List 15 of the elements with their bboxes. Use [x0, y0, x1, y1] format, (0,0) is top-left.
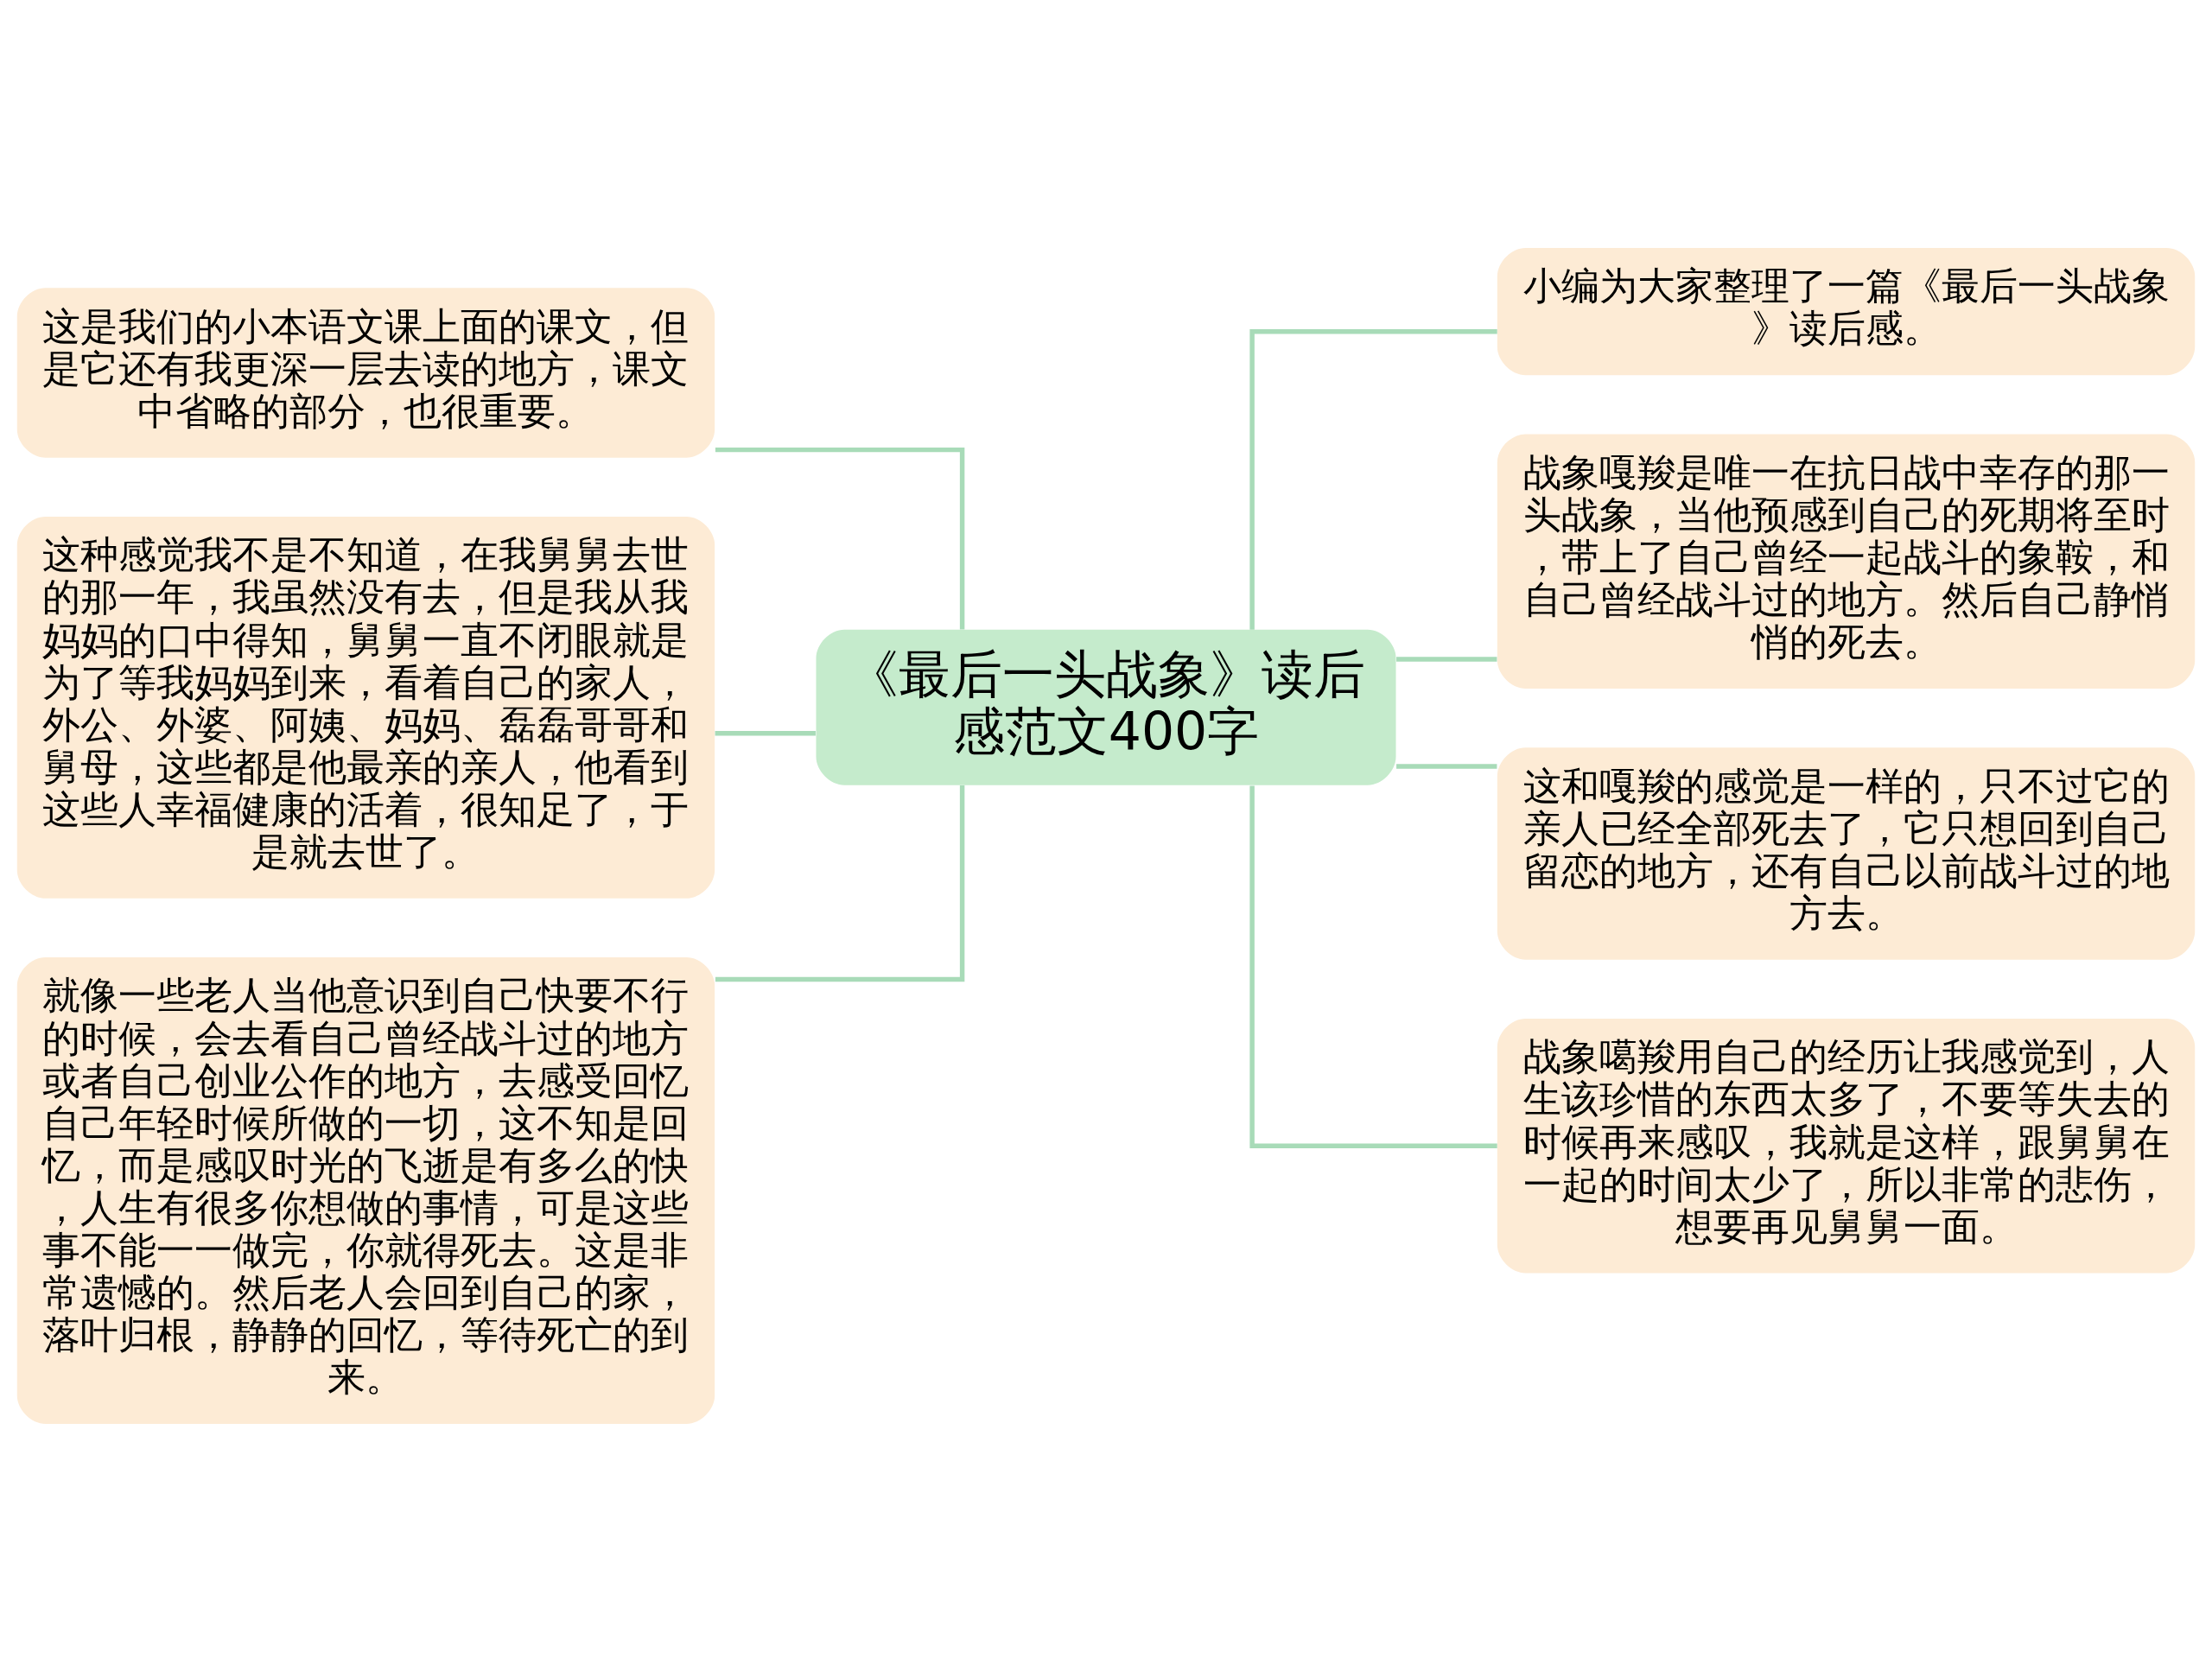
node-box: 战象噶羧用自己的经历让我感觉到，人生该珍惜的东西太多了，不要等失去的时候再来感叹，我就是这样，跟舅舅在一起的时间太少了，所以非常的悲伤，想要再见舅舅一面。: [1497, 1018, 2196, 1273]
node-box: 《最后一头战象》读后感范文400字: [816, 629, 1396, 785]
connector: [1396, 763, 1497, 769]
connector: [1249, 328, 1497, 630]
node-box: 这和嘎羧的感觉是一样的，只不过它的亲人已经全部死去了，它只想回到自己留恋的地方，还有自己以前战斗过的地方去。: [1497, 747, 2196, 960]
node-box: 这种感觉我不是不知道，在我舅舅去世的那一年，我虽然没有去，但是我从我妈妈的口中得知，舅舅一直不闭眼就是为了等我妈妈到来，看着自己的家人，外公、外婆、阿姨、妈妈、磊磊哥哥和舅母，这些都是他最亲的亲人，他看到这些人幸福健康的活着，很知足了，于是就去世了。: [16, 516, 715, 899]
connector: [1249, 785, 1497, 1148]
connector: [1396, 656, 1497, 662]
connector: [715, 447, 965, 630]
connector: [715, 785, 965, 982]
node-box: 小编为大家整理了一篇《最后一头战象》读后感。: [1497, 247, 2196, 375]
node-box: 这是我们的小本语文课上面的课文，但是它还有我更深一层去读的地方，课文中省略的部分，也很重要。: [16, 287, 715, 458]
node-box: 战象嘎羧是唯一在抗日战中幸存的那一头战象，当他预感到自己的死期将至时，带上了自己曾经一起战斗的象鞍，和自己曾经战斗过的地方。然后自己静悄悄的死去。: [1497, 433, 2196, 689]
node-box: 就像一些老人当他意识到自己快要不行的时候，会去看自己曾经战斗过的地方或者自己创业公作的地方，去感受回忆自己年轻时候所做的一切，这不知是回忆，而是感叹时光的飞逝是有多么的快，人生有很多你想做的事情，可是这些事不能一一做完，你就得死去。这是非常遗憾的。然后老人会回到自己的家，落叶归根，静静的回忆，等待死亡的到来。: [16, 956, 715, 1424]
connector: [715, 730, 816, 736]
